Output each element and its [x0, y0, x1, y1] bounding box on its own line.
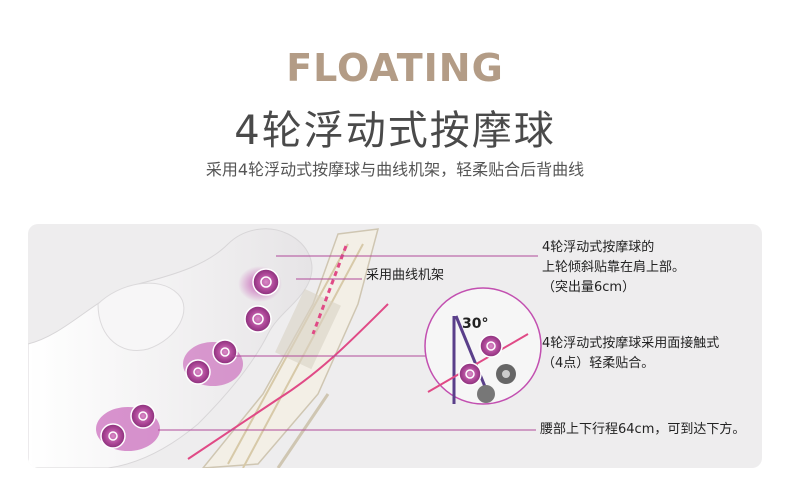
note-text: （4点）轻柔贴合。	[542, 356, 655, 371]
travel-dashed-line	[311, 245, 348, 335]
massage-ball-upper	[238, 266, 282, 333]
massage-ball-lower	[96, 403, 160, 451]
detail-zoom-circle	[424, 287, 542, 405]
frame-label: 采用曲线机架	[366, 268, 445, 283]
massage-ball-middle	[183, 339, 243, 386]
note-text: 4轮浮动式按摩球的	[542, 240, 655, 255]
note-text: 4轮浮动式按摩球采用面接触式	[542, 336, 720, 351]
angle-label: 30°	[462, 316, 489, 332]
note-text: 腰部上下行程64cm，可到达下方。	[540, 422, 746, 437]
note-text: （突出量6cm）	[542, 280, 636, 295]
curved-frame-line	[187, 303, 389, 460]
note-travel: 腰部上下行程64cm，可到达下方。	[540, 420, 745, 440]
note-text: 上轮倾斜贴靠在肩上部。	[542, 260, 686, 275]
note-contact: 4轮浮动式按摩球采用面接触式 （4点）轻柔贴合。	[542, 334, 719, 374]
chair-frame	[202, 228, 380, 468]
page-title: 4轮浮动式按摩球	[234, 108, 556, 154]
note-upper-ball: 4轮浮动式按摩球的 上轮倾斜贴靠在肩上部。 （突出量6cm）	[542, 238, 685, 298]
title-en: FLOATING	[286, 46, 504, 90]
illustration-panel: 采用曲线机架 30° 4轮浮动式按摩球的 上轮倾斜贴靠在肩上部。 （突出量6cm…	[28, 224, 762, 468]
massage-diagram	[28, 228, 542, 468]
subtitle: 采用4轮浮动式按摩球与曲线机架，轻柔贴合后背曲线	[205, 160, 585, 179]
